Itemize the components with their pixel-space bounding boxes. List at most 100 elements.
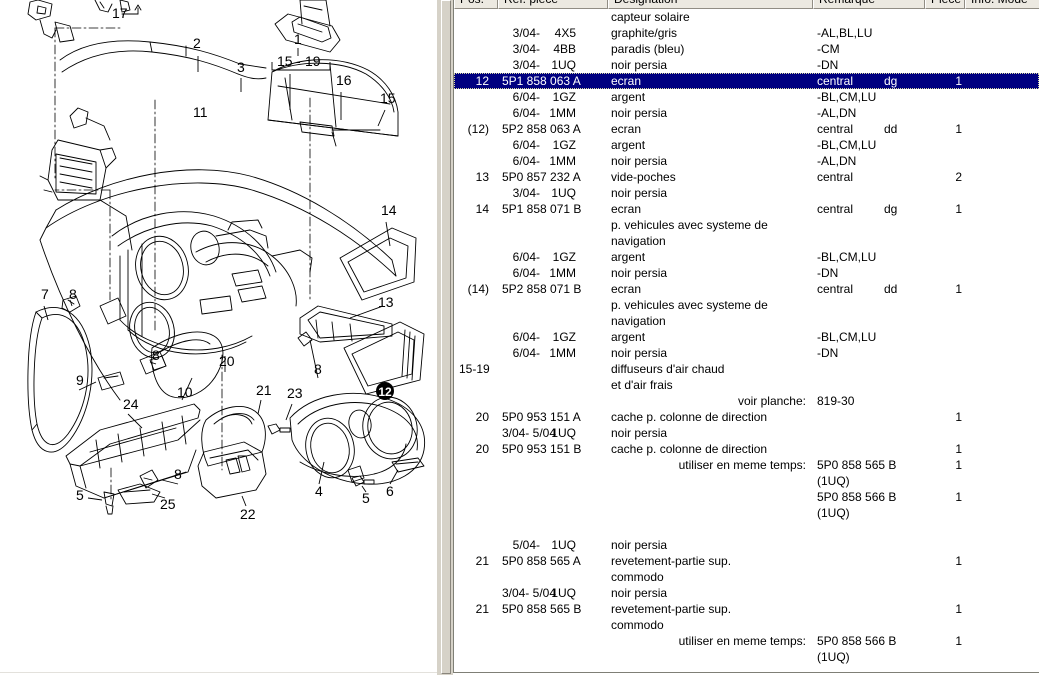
- cell-code: 1MM: [549, 346, 576, 360]
- splitter-handle[interactable]: [441, 0, 451, 674]
- table-row[interactable]: capteur solaire: [454, 9, 1039, 25]
- cell-date: 3/04-: [512, 42, 540, 56]
- column-header-info[interactable]: Info. Mode: [965, 0, 1039, 9]
- cell-remarque: central: [817, 282, 854, 296]
- cell-remarque: 5P0 858 566 B: [817, 490, 897, 504]
- svg-text:8: 8: [152, 347, 160, 363]
- table-row[interactable]: commodo: [454, 617, 1039, 633]
- illustration-panel[interactable]: 12 17 2 1 15 - 19 3 16 15 11 14 7 8 13 2…: [0, 0, 438, 673]
- dashboard-exploded-diagram[interactable]: 12 17 2 1 15 - 19 3 16 15 11 14 7 8 13 2…: [0, 0, 437, 672]
- table-row[interactable]: [454, 521, 1039, 537]
- cell-ref-piece: 5P0 953 151 A: [502, 410, 581, 424]
- cell-code: 1GZ: [552, 330, 576, 344]
- cell-designation: voir planche:: [737, 394, 806, 408]
- cell-date-range: 3/04- 5/04: [501, 426, 556, 440]
- cell-code: 1UQ: [551, 186, 576, 200]
- cell-code: 1UQ: [551, 586, 576, 600]
- cell-date-range: 3/04- 5/04: [501, 586, 556, 600]
- cell-code: 1GZ: [552, 138, 576, 152]
- svg-text:8: 8: [314, 361, 322, 377]
- svg-text:16: 16: [336, 72, 352, 88]
- cell-designation: navigation: [611, 314, 666, 328]
- panel-splitter[interactable]: [437, 0, 453, 675]
- table-row[interactable]: et d'air frais: [454, 377, 1039, 393]
- column-header-rem[interactable]: Remarque: [813, 0, 925, 9]
- svg-text:7: 7: [41, 286, 49, 302]
- cell-designation: cache p. colonne de direction: [611, 442, 768, 456]
- table-row[interactable]: (1UQ): [454, 505, 1039, 521]
- cell-designation: p. vehicules avec systeme de: [611, 298, 768, 312]
- table-row[interactable]: voir planche:819-30: [454, 393, 1039, 409]
- column-header-piece[interactable]: Piece: [925, 0, 965, 9]
- cell-designation: noir persia: [611, 346, 668, 360]
- column-header-pos[interactable]: Pos.: [454, 0, 498, 9]
- svg-text:17: 17: [112, 5, 128, 21]
- cell-piece-qty: 1: [955, 602, 962, 616]
- cell-piece-qty: 1: [955, 74, 962, 88]
- table-row[interactable]: p. vehicules avec systeme de: [454, 217, 1039, 233]
- table-row[interactable]: p. vehicules avec systeme de: [454, 297, 1039, 313]
- cell-code: 1UQ: [551, 426, 576, 440]
- cell-designation: noir persia: [611, 426, 668, 440]
- svg-text:14: 14: [381, 202, 397, 218]
- cell-designation: revetement-partie sup.: [611, 554, 732, 568]
- parts-grid-panel[interactable]: Pos. Ref. piece Designation Remarque Pie…: [453, 0, 1039, 673]
- cell-code: 4X5: [554, 26, 576, 40]
- svg-text:15: 15: [277, 53, 293, 69]
- table-row[interactable]: navigation: [454, 233, 1039, 249]
- table-row[interactable]: commodo: [454, 569, 1039, 585]
- cell-designation: noir persia: [611, 58, 668, 72]
- table-row[interactable]: (1UQ): [454, 649, 1039, 664]
- svg-text:8: 8: [174, 466, 182, 482]
- cell-date: 3/04-: [512, 186, 540, 200]
- cell-date: 6/04-: [512, 346, 540, 360]
- svg-text:2: 2: [193, 35, 201, 51]
- column-header-ref[interactable]: Ref. piece: [498, 0, 608, 9]
- cell-code: 4BB: [553, 42, 576, 56]
- cell-designation: ecran: [611, 122, 642, 136]
- cell-remarque: -DN: [817, 266, 839, 280]
- svg-text:6: 6: [386, 483, 394, 499]
- cell-pos: 13: [475, 170, 489, 184]
- column-header-desg[interactable]: Designation: [608, 0, 813, 9]
- svg-text:-: -: [296, 53, 301, 69]
- cell-designation: noir persia: [611, 586, 668, 600]
- table-row[interactable]: navigation: [454, 313, 1039, 329]
- cell-pos: (14): [467, 282, 489, 296]
- cell-pos: 14: [475, 202, 489, 216]
- cell-designation: ecran: [611, 202, 642, 216]
- svg-text:4: 4: [315, 483, 323, 499]
- table-row[interactable]: (1UQ): [454, 473, 1039, 489]
- cell-date: 6/04-: [512, 106, 540, 120]
- svg-text:24: 24: [123, 396, 139, 412]
